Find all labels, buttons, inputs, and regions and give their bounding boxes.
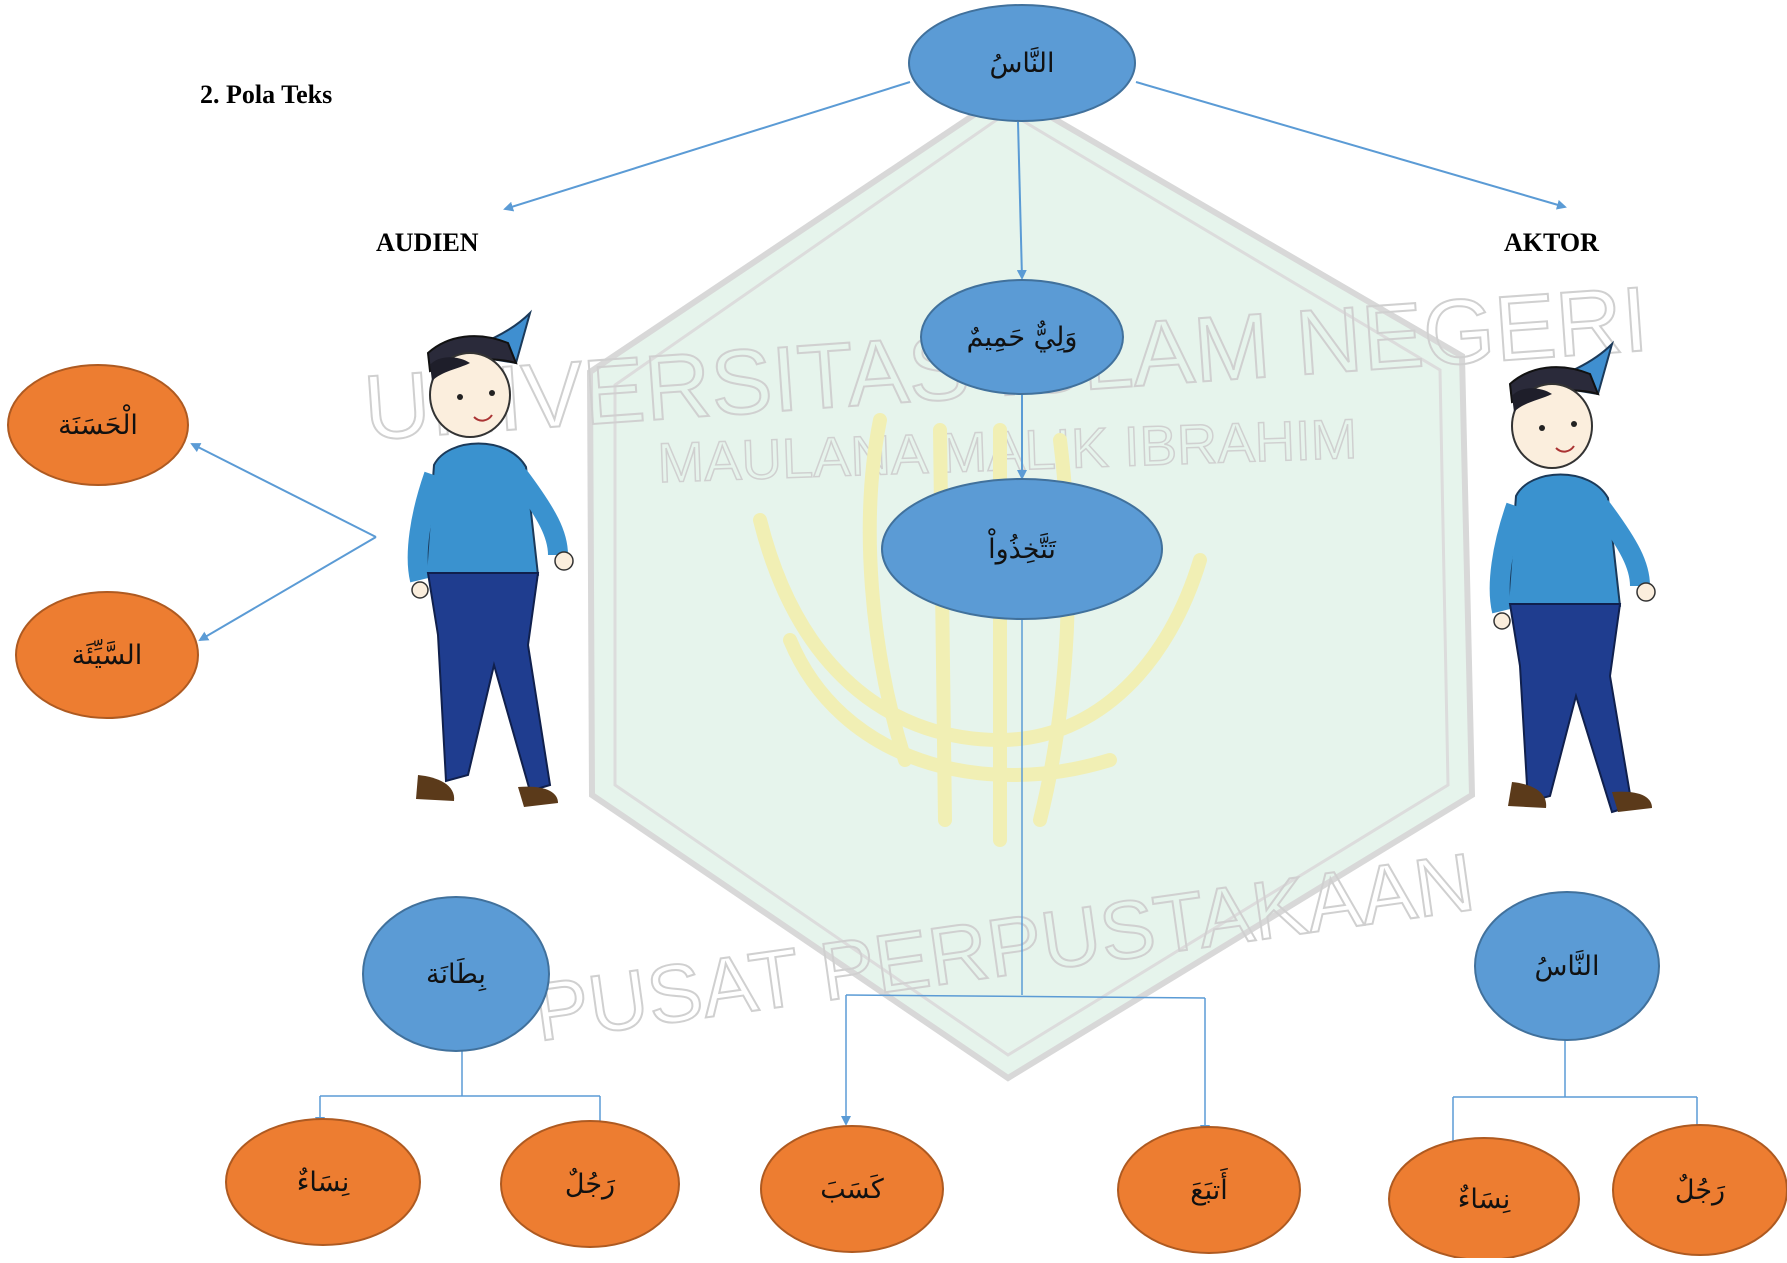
connector-top-to-wali xyxy=(1016,121,1027,280)
node-nisa-left-label: نِسَاءٌ xyxy=(297,1167,350,1198)
node-rajul-right-label: رَجُلٌ xyxy=(1675,1174,1726,1206)
node-kasaba-label: كَسَبَ xyxy=(820,1173,884,1205)
node-wali-label: وَلِيٌّ حَمِيمٌ xyxy=(967,320,1078,353)
node-rajul-left-label: رَجُلٌ xyxy=(565,1168,616,1200)
node-rajul-left: رَجُلٌ xyxy=(500,1120,680,1248)
node-nisa-right-label: نِسَاءٌ xyxy=(1458,1184,1511,1215)
section-heading: 2. Pola Teks xyxy=(200,80,333,109)
node-hasanah-label: الْحَسَنَة xyxy=(58,404,138,441)
node-bitanah: بِطَانَة xyxy=(362,896,550,1052)
node-annas-right: النَّاسُ xyxy=(1474,891,1660,1041)
node-rajul-right: رَجُلٌ xyxy=(1612,1124,1787,1256)
aktor-character-figure xyxy=(1489,340,1656,814)
connector-top-to-audien xyxy=(503,81,911,212)
node-top-label: النَّاسُ xyxy=(989,46,1054,79)
node-tattakhidhu: تَتَّخِذُواْ xyxy=(881,478,1163,620)
node-wali: وَلِيٌّ حَمِيمٌ xyxy=(920,279,1124,395)
node-annas-right-label: النَّاسُ xyxy=(1534,949,1599,982)
aktor-label: AKTOR xyxy=(1504,228,1599,257)
node-bitanah-label: بِطَانَة xyxy=(426,957,487,992)
node-top: النَّاسُ xyxy=(908,4,1136,122)
node-atbaa: أَتبَعَ xyxy=(1117,1126,1301,1254)
node-sayyiah-label: السَّيِّئَة xyxy=(72,639,143,671)
node-kasaba: كَسَبَ xyxy=(760,1125,944,1253)
connector-top-to-aktor xyxy=(1135,81,1567,210)
connector-audien-to-sayyiah xyxy=(198,536,377,642)
node-nisa-right: نِسَاءٌ xyxy=(1388,1137,1580,1261)
connector-center-tree xyxy=(841,620,1210,1135)
node-nisa-left: نِسَاءٌ xyxy=(225,1118,421,1246)
node-hasanah: الْحَسَنَة xyxy=(7,364,189,486)
node-tattakhidhu-label: تَتَّخِذُواْ xyxy=(988,528,1056,565)
audien-character-figure xyxy=(407,309,574,807)
node-sayyiah: السَّيِّئَة xyxy=(15,591,199,719)
audien-label: AUDIEN xyxy=(376,228,479,257)
connector-audien-to-hasanah xyxy=(190,443,377,538)
